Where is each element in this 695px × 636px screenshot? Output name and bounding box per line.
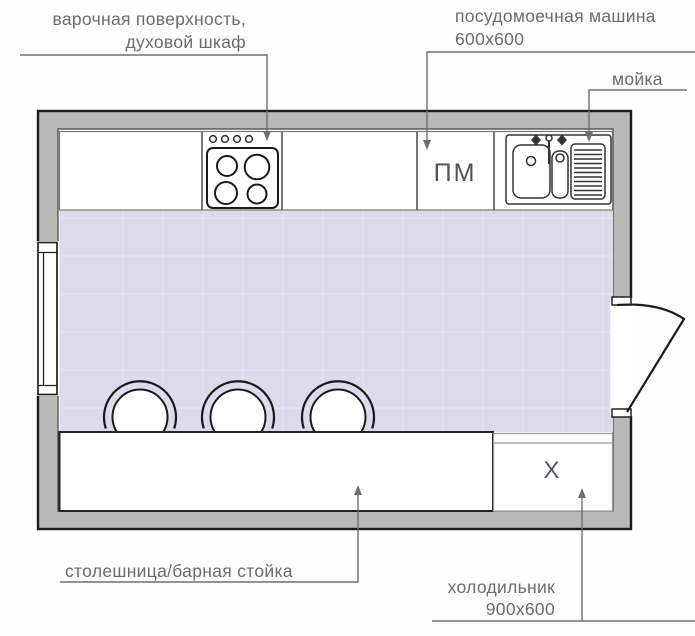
dishwasher-mark: ПМ (433, 159, 477, 187)
arrow-down-icon (585, 132, 593, 142)
label-fridge: холодильник 900х600 (400, 576, 555, 620)
door-swing-symbol (610, 296, 686, 418)
bar-stool-symbol (200, 380, 276, 446)
label-fridge-size: 900х600 (485, 599, 555, 619)
sink-symbol (505, 134, 612, 205)
bar-stool-symbol (300, 380, 376, 446)
leader-hob (20, 54, 268, 132)
arrow-up-icon (578, 488, 586, 498)
label-dishwasher-line1: посудомоечная машина (455, 6, 656, 26)
bar-counter (58, 431, 494, 512)
leader-countertop (60, 494, 359, 583)
drainer (570, 143, 606, 200)
leader-sink (588, 89, 687, 133)
oven-knobs (208, 134, 254, 144)
label-sink: мойка (612, 69, 663, 89)
hob-symbol (206, 134, 279, 209)
label-dishwasher-size: 600х600 (455, 29, 525, 49)
label-hob-line1: варочная поверхность, (52, 9, 246, 29)
label-countertop: столешница/барная стойка (65, 561, 293, 581)
arrow-up-icon (354, 485, 362, 495)
label-dishwasher: посудомоечная машина 600х600 (455, 5, 656, 51)
fridge-mark: Х (543, 457, 562, 484)
counter-dividers (201, 132, 495, 210)
arrow-down-icon (263, 131, 271, 141)
faucet-icon (531, 134, 567, 164)
label-hob-line2: духовой шкаф (125, 32, 246, 52)
leader-lines (20, 51, 695, 622)
leader-dishwasher (426, 51, 695, 141)
fridge-symbol (492, 432, 614, 512)
label-hob-oven: варочная поверхность, духовой шкаф (20, 8, 246, 54)
arrow-down-icon (423, 140, 431, 150)
window-symbol (36, 241, 60, 396)
label-fridge-line1: холодильник (447, 577, 555, 597)
